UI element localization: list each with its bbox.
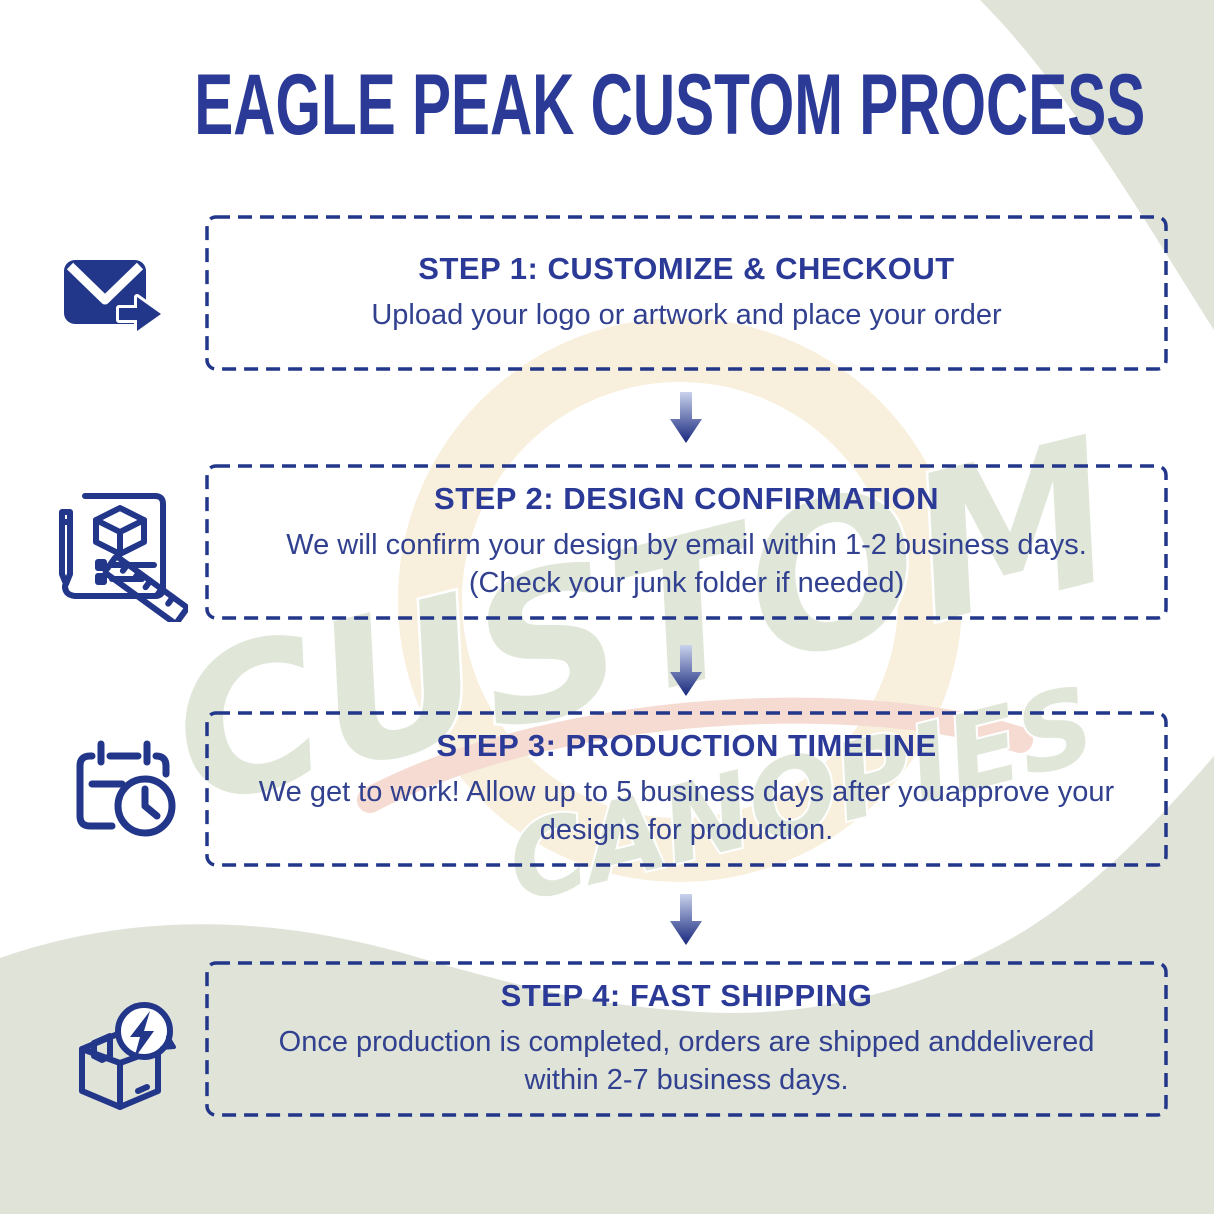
down-arrow-icon — [666, 392, 706, 444]
step-3-box: STEP 3: PRODUCTION TIMELINE We get to wo… — [205, 711, 1168, 867]
step-3-heading: STEP 3: PRODUCTION TIMELINE — [436, 728, 937, 764]
shipping-box-flash-icon — [60, 993, 184, 1117]
step-1-box: STEP 1: CUSTOMIZE & CHECKOUT Upload your… — [205, 215, 1168, 371]
step-2-heading: STEP 2: DESIGN CONFIRMATION — [434, 481, 939, 517]
step-1-heading: STEP 1: CUSTOMIZE & CHECKOUT — [418, 251, 955, 287]
step-2-description: We will confirm your design by email wit… — [286, 529, 1087, 599]
step-2-dashed-border — [205, 464, 1168, 620]
step-3-dashed-border — [205, 711, 1168, 867]
step-1-description: Upload your logo or artwork and place yo… — [371, 299, 1002, 332]
email-send-icon — [60, 250, 164, 346]
down-arrow-icon — [666, 894, 706, 946]
down-arrow-icon — [666, 645, 706, 697]
page-title: EAGLE PEAK CUSTOM PROCESS — [194, 57, 1146, 153]
design-document-icon — [50, 476, 190, 626]
step-4-box: STEP 4: FAST SHIPPING Once production is… — [205, 961, 1168, 1117]
step-4-heading: STEP 4: FAST SHIPPING — [500, 978, 873, 1014]
step-4-dashed-border — [205, 961, 1168, 1117]
step-4-description: Once production is completed, orders are… — [278, 1026, 1095, 1096]
step-2-box: STEP 2: DESIGN CONFIRMATION We will conf… — [205, 464, 1168, 620]
step-1-dashed-border — [205, 215, 1168, 371]
step-3-description: We get to work! Allow up to 5 business d… — [258, 776, 1115, 846]
calendar-clock-icon — [70, 732, 184, 846]
